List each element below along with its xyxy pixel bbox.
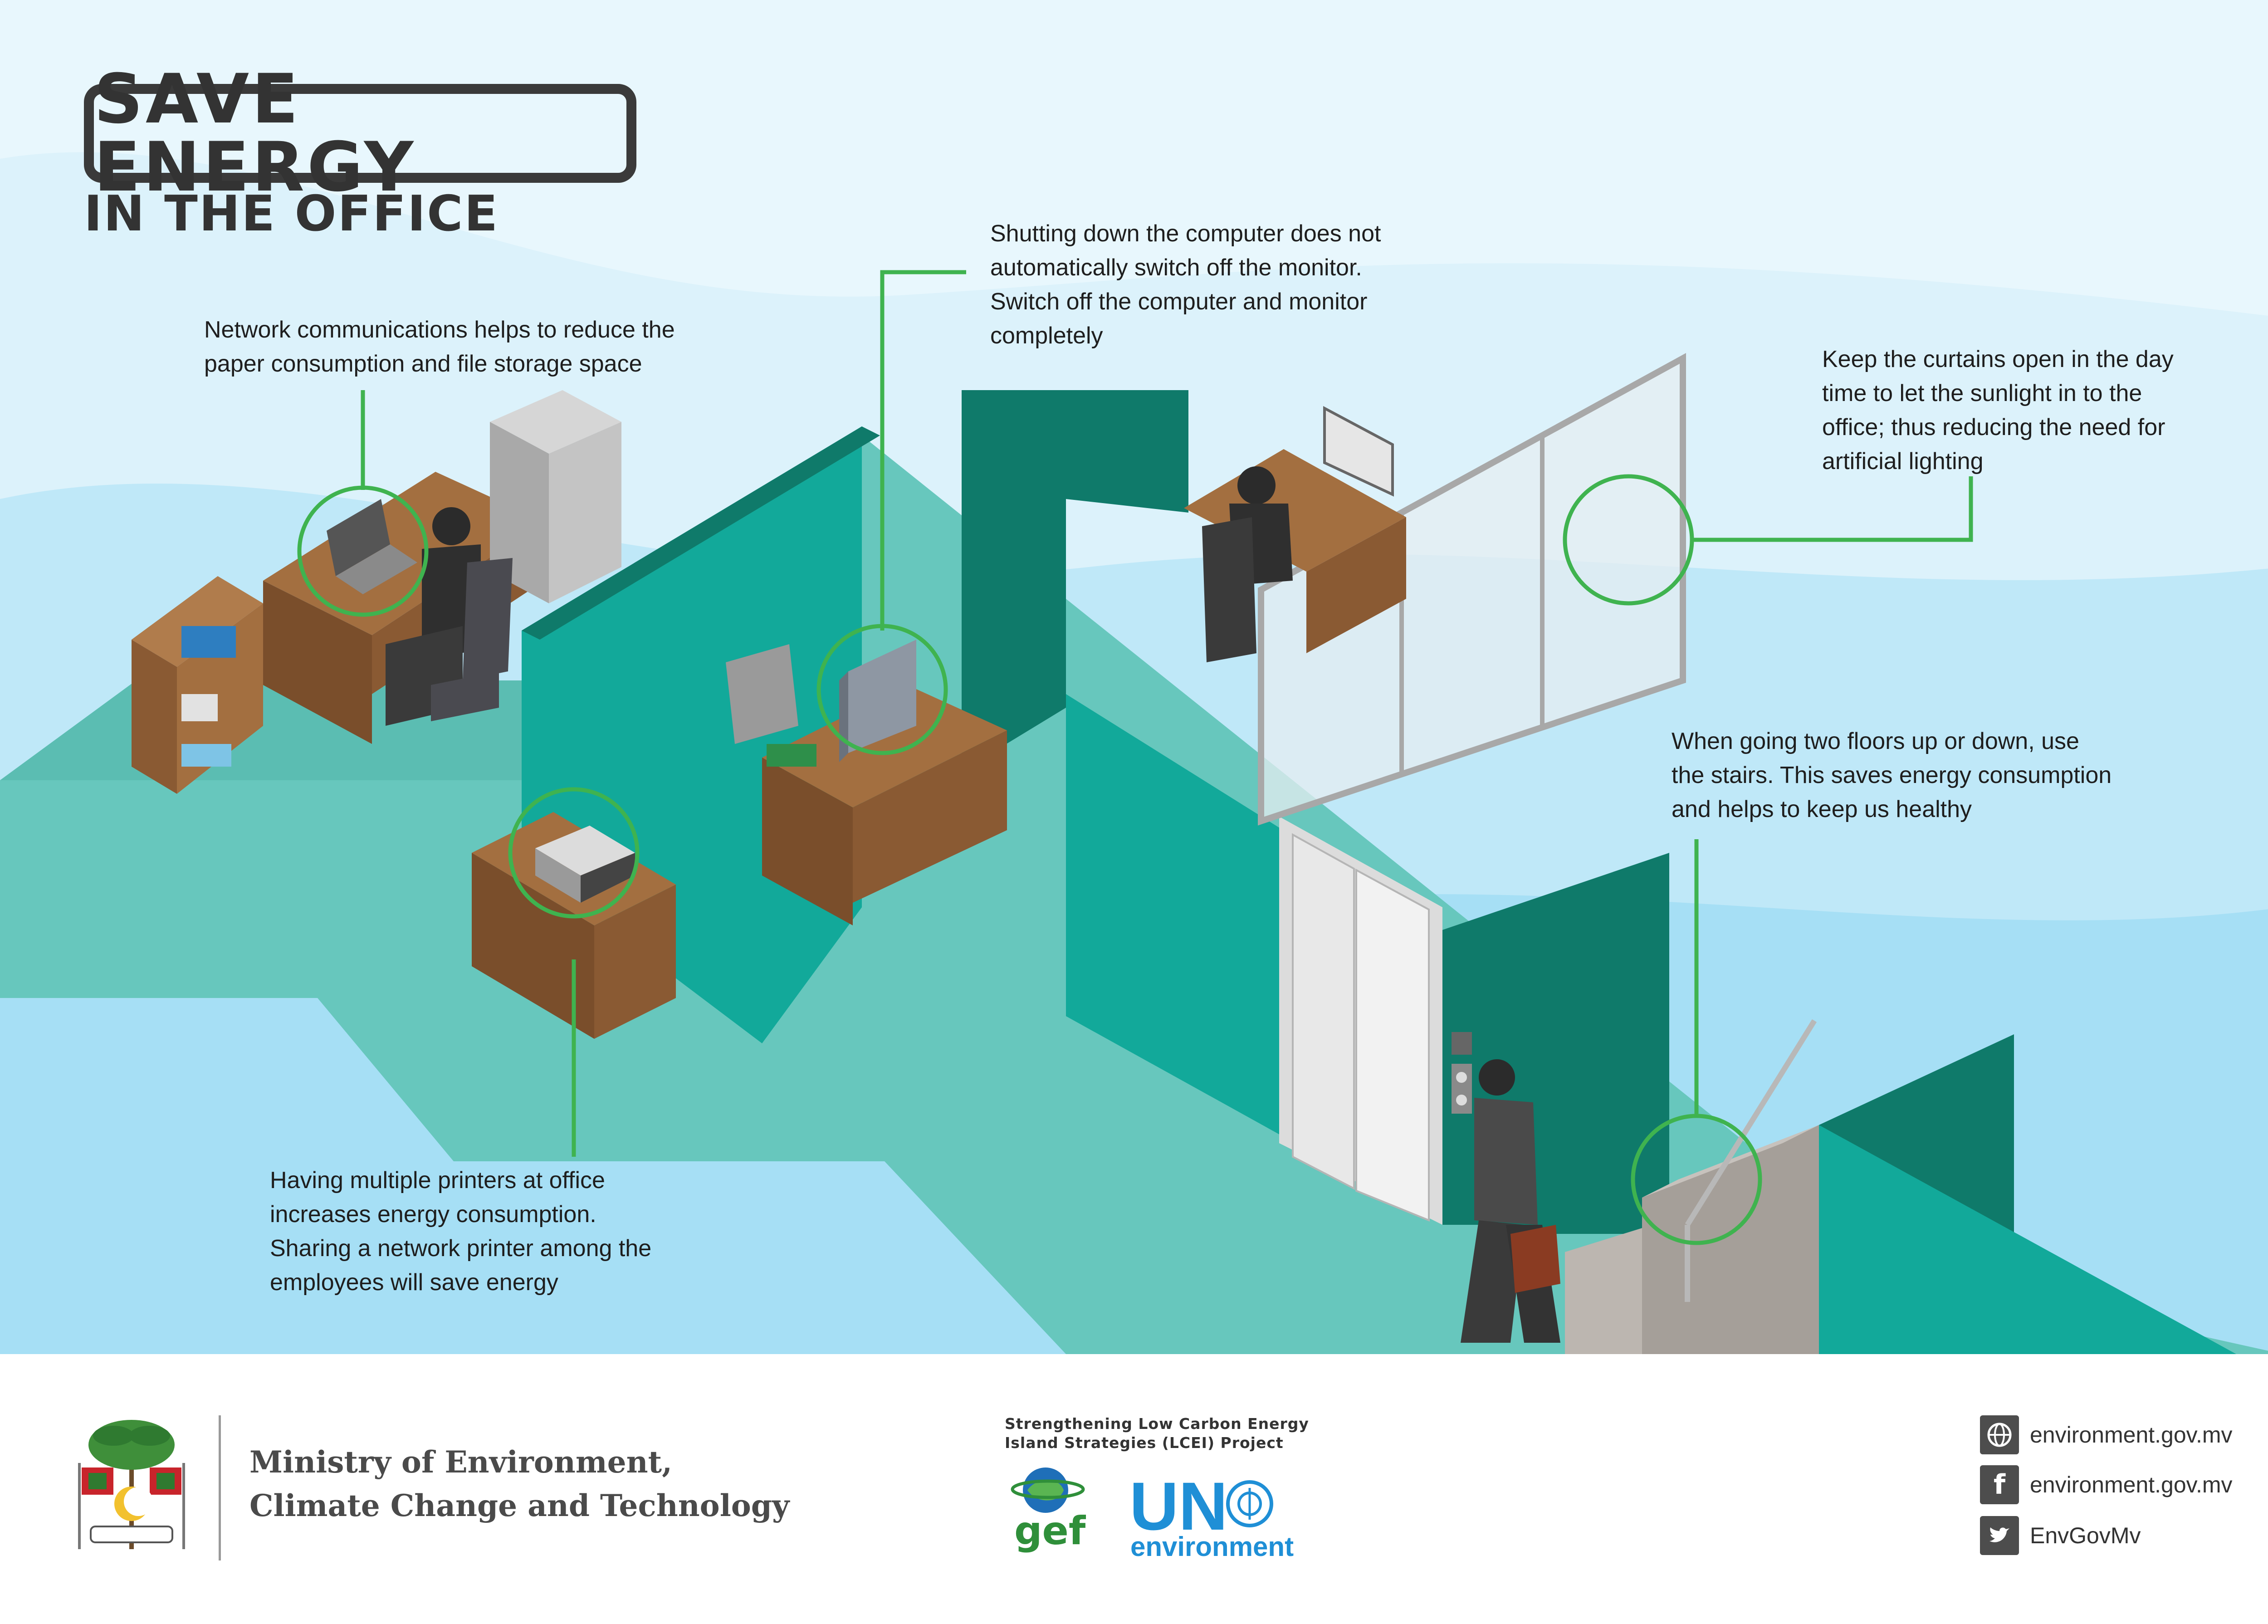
tip-line: Having multiple printers at office: [270, 1167, 605, 1194]
project-name: Strengthening Low Carbon Energy Island S…: [1005, 1414, 1309, 1453]
staircase: [1565, 1019, 1819, 1354]
callout-circle-stairs: [1631, 1114, 1762, 1245]
page-title: SAVE ENERGY: [94, 60, 416, 207]
elevator-door-left: [1292, 833, 1355, 1190]
elevator-button-up: [1456, 1072, 1467, 1083]
elevator-buttons: [1452, 1064, 1472, 1114]
tip-curtains: Keep the curtains open in the day time t…: [1822, 342, 2174, 479]
printer: [535, 826, 635, 903]
tip-line: increases energy consumption.: [270, 1201, 596, 1228]
tip-line: paper consumption and file storage space: [204, 351, 642, 377]
callout-circle-window: [1563, 474, 1694, 606]
tip-line: completely: [990, 323, 1103, 349]
tip-line: employees will save energy: [270, 1269, 558, 1296]
tip-line: When going two floors up or down, use: [1672, 728, 2079, 754]
tip-line: time to let the sunlight in to the: [1822, 380, 2142, 406]
un-emblem-icon: [1226, 1480, 1273, 1527]
footer: [0, 1354, 2268, 1624]
footer-divider: [219, 1415, 221, 1560]
facebook-link[interactable]: environment.gov.mv: [2030, 1472, 2233, 1497]
maldives-emblem-icon: [78, 1420, 185, 1549]
person-at-computer: [1202, 466, 1293, 662]
tip-line: Sharing a network printer among the: [270, 1235, 652, 1262]
computer-monitor: [767, 640, 916, 767]
tip-stairs: When going two floors up or down, use th…: [1672, 724, 2112, 827]
partition-back: [962, 390, 1188, 771]
page-subtitle: IN THE OFFICE: [84, 186, 499, 242]
un-label: UN: [1129, 1468, 1228, 1544]
project-line: Island Strategies (LCEI) Project: [1005, 1434, 1284, 1452]
twitter-icon: [1980, 1516, 2019, 1555]
tip-network-communications: Network communications helps to reduce t…: [204, 313, 675, 381]
ministry-line: Climate Change and Technology: [249, 1488, 790, 1523]
partition-left-top: [522, 426, 880, 640]
partition-right: [1515, 853, 1669, 1234]
elevator-button-down: [1456, 1095, 1467, 1105]
callouts: [297, 270, 1973, 1245]
elevator-door-right: [1355, 868, 1430, 1222]
facebook-icon: f: [1980, 1465, 2019, 1504]
tip-line: Network communications helps to reduce t…: [204, 317, 675, 343]
gef-label: gef: [1014, 1508, 1086, 1554]
twitter-link[interactable]: EnvGovMv: [2030, 1523, 2141, 1548]
ministry-line: Ministry of Environment,: [249, 1444, 673, 1480]
person-walking: [1461, 1059, 1560, 1343]
tip-line: Shutting down the computer does not: [990, 220, 1381, 247]
un-environment-label: environment: [1130, 1531, 1294, 1562]
tip-line: the stairs. This saves energy consumptio…: [1672, 762, 2112, 788]
callout-circle-laptop: [297, 485, 429, 617]
tip-line: artificial lighting: [1822, 448, 1984, 474]
cloud-band-1: [0, 0, 2268, 316]
tip-line: office; thus reducing the need for: [1822, 414, 2165, 440]
tip-network-printer: Having multiple printers at office incre…: [270, 1164, 651, 1300]
callout-circle-monitor: [816, 624, 948, 755]
laptop: [327, 499, 417, 594]
elevator-display: [1452, 1032, 1472, 1055]
tip-line: automatically switch off the monitor.: [990, 254, 1362, 281]
partition-far-right: [1819, 1125, 2236, 1354]
tip-computer-monitor: Shutting down the computer does not auto…: [990, 217, 1381, 353]
office-illustration: [0, 0, 2268, 1354]
project-line: Strengthening Low Carbon Energy: [1005, 1415, 1309, 1433]
title-box: SAVE ENERGY: [84, 65, 636, 201]
tip-line: Switch off the computer and monitor: [990, 289, 1368, 315]
bookshelf: [132, 576, 263, 794]
callout-circle-printer: [508, 787, 640, 919]
desk-middle: [726, 644, 1007, 925]
gef-logo-icon: [1011, 1467, 1085, 1513]
ministry-name: Ministry of Environment, Climate Change …: [249, 1440, 789, 1527]
globe-icon: [1980, 1415, 2019, 1454]
tip-line: Keep the curtains open in the day: [1822, 346, 2174, 372]
person-at-laptop: [386, 507, 513, 726]
website-link[interactable]: environment.gov.mv: [2030, 1422, 2233, 1448]
filing-cabinet: [490, 390, 621, 603]
tip-line: and helps to keep us healthy: [1672, 796, 1972, 822]
